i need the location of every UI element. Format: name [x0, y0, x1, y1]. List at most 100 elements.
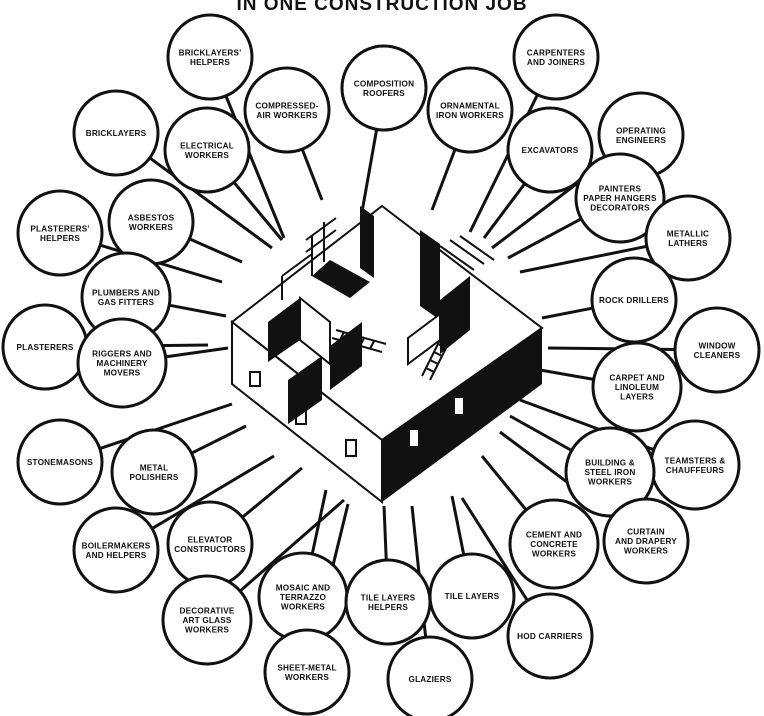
leader-line-metallic-lathers	[519, 244, 648, 274]
trade-label: HELPERS	[368, 603, 408, 612]
trade-label: WORKERS	[285, 673, 329, 682]
trade-label: LATHERS	[668, 239, 708, 248]
trade-circle-shape	[72, 506, 160, 594]
trade-label: PLASTERERS	[16, 343, 73, 352]
trade-label: WORKERS	[624, 547, 668, 556]
trade-circle-shape	[512, 13, 600, 101]
trade-label: CLEANERS	[694, 351, 741, 360]
trade-circle-excavators: EXCAVATORS	[506, 106, 594, 194]
trade-label: ASBESTOS	[128, 213, 175, 222]
trade-circle-shape	[110, 428, 198, 516]
trade-circle-teamsters-chauffeurs: TEAMSTERS &CHAUFFEURS	[649, 419, 741, 511]
trade-label: GAS FITTERS	[98, 298, 155, 307]
trade-label: STEEL IRON	[585, 468, 636, 477]
trade-label: EXCAVATORS	[522, 146, 579, 155]
trade-label: WINDOW	[698, 341, 735, 350]
trade-label: BOILERMAKERS	[82, 541, 151, 550]
trade-label: WORKERS	[129, 223, 173, 232]
trade-label: HELPERS	[190, 58, 230, 67]
trade-circle-shape	[16, 189, 104, 277]
trade-label: GLAZIERS	[409, 675, 452, 684]
leader-line-painters	[507, 217, 582, 260]
trade-circle-tile-layers: TILE LAYERS	[428, 552, 516, 640]
leader-line-plumbers-gas-fitters	[168, 303, 227, 318]
trade-label: ENGINEERS	[616, 136, 666, 145]
leader-line-ornamental-iron-workers	[430, 148, 457, 211]
trade-circle-shape	[263, 628, 351, 716]
trade-label: ROOFERS	[363, 89, 405, 98]
trade-label: PAINTERS	[599, 185, 642, 194]
trade-label: TILE LAYERS	[361, 593, 416, 602]
diagram-title: IN ONE CONSTRUCTION JOB	[236, 0, 528, 15]
trade-circle-shape	[673, 306, 761, 394]
trade-circle-shape	[76, 317, 168, 409]
leader-line-metal-polishers	[190, 424, 247, 455]
trade-circle-compressed-air-workers: COMPRESSED-AIR WORKERS	[243, 66, 331, 154]
leader-line-rock-drillers	[541, 306, 594, 320]
trade-label: MOSAIC AND	[276, 584, 330, 593]
trade-circle-bricklayers: BRICKLAYERS	[72, 89, 160, 177]
trade-label: AND HELPERS	[86, 551, 147, 560]
trade-label: IRON WORKERS	[436, 111, 504, 120]
trade-label: DECORATORS	[590, 204, 650, 213]
trade-circle-shape	[161, 574, 253, 666]
trade-label: CONSTRUCTORS	[174, 545, 246, 554]
trade-label: TERRAZZO	[280, 593, 327, 602]
trade-circle-shape	[506, 106, 594, 194]
trade-circle-bricklayers-helpers: BRICKLAYERS'HELPERS	[166, 13, 254, 101]
leader-line-tile-layers-helpers	[382, 505, 388, 561]
trade-label: AND JOINERS	[527, 58, 585, 67]
trade-label: BUILDING &	[585, 459, 635, 468]
trade-label: TILE LAYERS	[445, 592, 500, 601]
trade-label: RIGGERS AND	[92, 350, 152, 359]
trade-label: HOD CARRIERS	[517, 632, 583, 641]
leader-line-cement-concrete-workers	[480, 455, 528, 511]
trade-label: DECORATIVE	[179, 607, 234, 616]
trade-label: MOVERS	[104, 369, 141, 378]
trade-label: WORKERS	[185, 151, 229, 160]
leader-line-electrical-workers	[232, 181, 284, 241]
trade-label: CARPET AND	[609, 374, 664, 383]
trade-label: WORKERS	[185, 626, 229, 635]
trade-circle-plasterers-helpers: PLASTERERS'HELPERS	[16, 189, 104, 277]
trade-label: ELEVATOR	[188, 535, 233, 544]
leader-line-stonemasons	[99, 402, 233, 451]
trade-circle-plasterers: PLASTERERS	[1, 303, 89, 391]
trade-circle-shape	[574, 152, 666, 244]
trade-circle-shape	[506, 592, 594, 680]
trade-label: CHAUFFEURS	[666, 466, 725, 475]
trade-label: LAYERS	[620, 393, 654, 402]
leader-line-tile-layers	[450, 495, 466, 556]
trade-circle-shape	[166, 13, 254, 101]
trade-label: COMPOSITION	[354, 79, 414, 88]
trade-label: ROCK DRILLERS	[599, 296, 669, 305]
building-illustration	[230, 204, 544, 505]
trade-circle-shape	[163, 106, 251, 194]
trade-label: WORKERS	[532, 550, 576, 559]
leader-line-composition-roofers	[360, 129, 379, 213]
trade-label: CEMENT AND	[526, 531, 582, 540]
trade-label: PAPER HANGERS	[583, 194, 657, 203]
trade-circle-shape	[243, 66, 331, 154]
trade-label: SHEET-METAL	[277, 663, 336, 672]
trade-label: WORKERS	[281, 603, 325, 612]
trade-circle-shape	[72, 89, 160, 177]
leader-line-excavators	[482, 182, 526, 239]
trade-label: ORNAMENTAL	[440, 101, 500, 110]
leader-line-carpet-linoleum-layers	[539, 368, 594, 381]
trade-circle-hod-carriers: HOD CARRIERS	[506, 592, 594, 680]
